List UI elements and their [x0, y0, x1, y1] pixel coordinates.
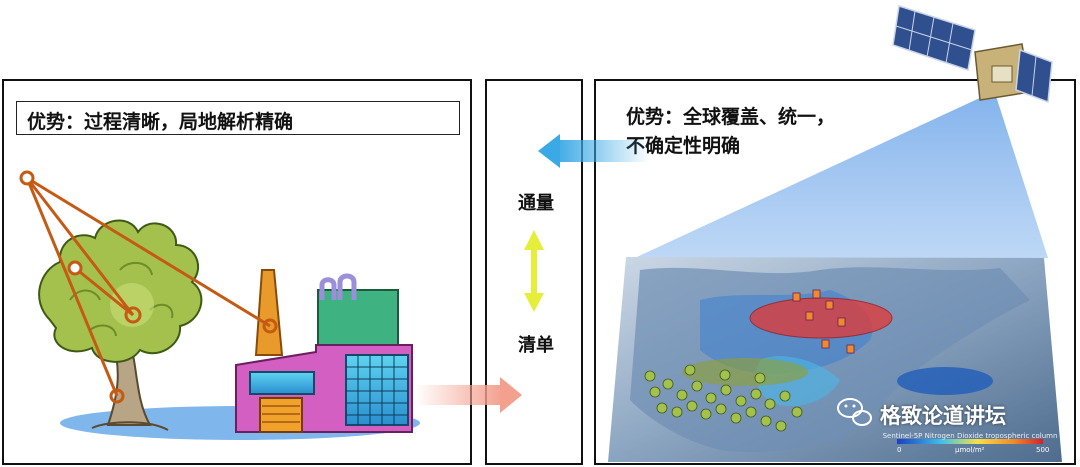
watermark-text: 格致论道讲坛: [880, 404, 1006, 428]
double-arrow: [524, 230, 544, 312]
map-scale-max: 500: [1036, 446, 1050, 454]
map-caption: Sentinel-5P Nitrogen Dioxide tropospheri…: [882, 432, 1058, 440]
arrow-to-middle-left: [538, 134, 650, 168]
hotspot-ellipse-red: [749, 297, 893, 339]
map-scale-unit: μmol/m²: [955, 446, 985, 454]
target-point-chimney: [262, 318, 278, 334]
sensor-point: [19, 170, 35, 186]
wechat-icon: [837, 398, 872, 426]
satellite-map: [608, 257, 1062, 462]
satellite-advantage-title: 优势：全球覆盖、统一， 不确定性明确: [626, 103, 926, 161]
map-scale-min: 0: [897, 446, 902, 454]
arrow-to-middle: [415, 377, 522, 413]
flux-label: 通量: [518, 193, 554, 214]
tree-icon: [38, 219, 203, 431]
satellite-icon: [892, 5, 1053, 104]
local-advantage-title: 优势：过程清晰，局地解析精确: [16, 101, 460, 135]
hotspot-ellipse-green: [682, 358, 808, 386]
satellite-advantage-line2: 不确定性明确: [626, 135, 741, 157]
hotspot-ellipse-blue: [897, 367, 993, 395]
sensor-point: [67, 260, 83, 276]
satellite-advantage-line1: 优势：全球覆盖、统一，: [626, 106, 836, 128]
inventory-label: 清单: [518, 335, 554, 356]
sensor-beam: [626, 96, 1048, 262]
map-color-scale: [897, 439, 1043, 444]
factory-icon: [235, 269, 413, 433]
observation-lines: [25, 176, 271, 397]
watermark: 格致论道讲坛: [836, 400, 1006, 430]
target-point-trunk: [109, 388, 125, 404]
target-point-tree: [124, 306, 142, 324]
